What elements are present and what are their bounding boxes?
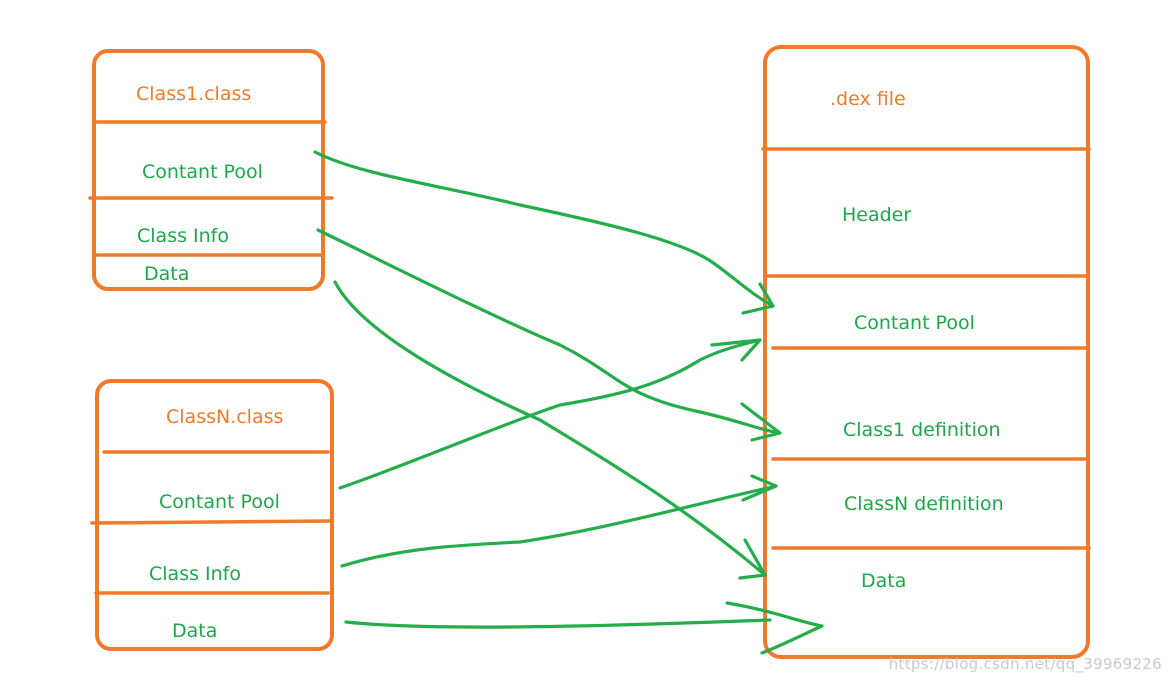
dex-class1-definition-label: Class1 definition [843, 419, 1001, 441]
arrow-classN-info-to-dex-classN-def [340, 484, 778, 568]
dex-box: .dex file Header Contant Pool Class1 def… [761, 45, 1091, 659]
dex-header-label: Header [842, 204, 911, 226]
arrow-class1-pool-to-dex-pool [313, 150, 775, 308]
dex-title: .dex file [830, 88, 906, 110]
classN-divider-2 [90, 519, 333, 525]
class1-class-info-label: Class Info [137, 225, 229, 247]
class1-box: Class1.class Contant Pool Class Info Dat… [88, 49, 334, 291]
class1-title: Class1.class [136, 83, 251, 105]
classN-class-info-label: Class Info [149, 563, 241, 585]
dex-data-label: Data [861, 570, 906, 592]
dex-outline [763, 45, 1090, 659]
arrowhead-class1-info [740, 402, 782, 442]
arrowhead-classN-pool [710, 338, 762, 362]
classN-title: ClassN.class [166, 406, 283, 428]
classN-constant-pool-label: Contant Pool [159, 491, 280, 513]
arrow-classN-data-to-dex-data [344, 618, 772, 629]
dex-classN-definition-label: ClassN definition [844, 493, 1004, 515]
arrowhead-class1-data [738, 538, 767, 580]
classN-data-label: Data [172, 620, 217, 642]
arrowhead-classN-info [741, 474, 778, 502]
arrow-class1-data-to-dex-data [333, 280, 767, 577]
arrow-classN-pool-to-dex-pool [338, 338, 762, 490]
class1-data-label: Data [144, 263, 189, 285]
arrows [313, 150, 824, 655]
watermark: https://blog.csdn.net/qq_39969226 [888, 655, 1162, 673]
dex-constant-pool-label: Contant Pool [854, 312, 975, 334]
classN-box: ClassN.class Contant Pool Class Info Dat… [90, 379, 334, 651]
class1-outline [92, 49, 325, 291]
classN-outline [95, 379, 334, 651]
arrowhead-classN-data [725, 601, 824, 655]
arrow-class1-info-to-dex-class1-def [316, 228, 782, 435]
class1-constant-pool-label: Contant Pool [142, 161, 263, 183]
arrowhead-class1-pool [741, 282, 775, 315]
